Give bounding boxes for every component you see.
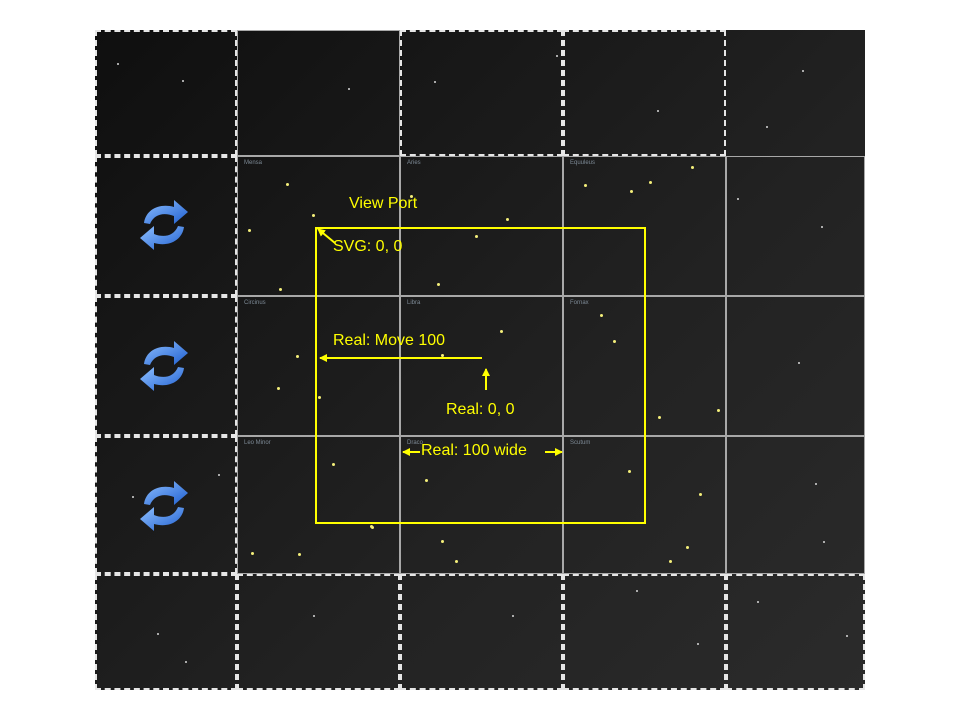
star xyxy=(823,541,825,543)
star xyxy=(737,198,739,200)
star xyxy=(441,540,444,543)
map-tile-circinus: Circinus xyxy=(237,296,400,436)
map-tile xyxy=(95,296,237,436)
star xyxy=(425,479,428,482)
star xyxy=(512,615,514,617)
map-tile-scutum: Scutum xyxy=(563,436,726,574)
refresh-icon[interactable] xyxy=(136,478,192,534)
map-tile xyxy=(95,156,237,296)
map-tile-equuleus: Equuleus xyxy=(563,156,726,296)
svg-origin-label: SVG: 0, 0 xyxy=(333,238,403,255)
star xyxy=(371,526,374,529)
star xyxy=(279,288,282,291)
star xyxy=(798,362,800,364)
tile-label: Equuleus xyxy=(570,160,596,166)
map-tile xyxy=(563,30,726,156)
star xyxy=(766,126,768,128)
star xyxy=(556,55,558,57)
map-tile xyxy=(237,574,400,690)
map-tile xyxy=(400,574,563,690)
map-tile-leo-minor: Leo Minor xyxy=(237,436,400,574)
star xyxy=(318,396,321,399)
star xyxy=(821,226,823,228)
map-tile xyxy=(237,30,400,156)
star xyxy=(455,560,458,563)
real-wide-label: Real: 100 wide xyxy=(421,442,527,459)
star xyxy=(475,235,478,238)
star xyxy=(298,553,301,556)
tile-label: Mensa xyxy=(244,160,263,166)
tile-label: Leo Minor xyxy=(244,440,271,446)
refresh-icon[interactable] xyxy=(136,338,192,394)
star xyxy=(332,463,335,466)
map-tile xyxy=(726,574,865,690)
map-tile xyxy=(563,574,726,690)
star xyxy=(717,409,720,412)
star xyxy=(218,474,220,476)
star xyxy=(437,283,440,286)
viewport-label: View Port xyxy=(349,195,418,212)
refresh-icon[interactable] xyxy=(136,197,192,253)
star xyxy=(500,330,503,333)
star xyxy=(312,214,315,217)
map-tile xyxy=(726,296,865,436)
star xyxy=(658,416,661,419)
tile-label: Scutum xyxy=(570,440,591,446)
tile-label: Circinus xyxy=(244,300,266,306)
star xyxy=(613,340,616,343)
star xyxy=(686,546,689,549)
star xyxy=(669,560,672,563)
star xyxy=(132,496,134,498)
star xyxy=(630,190,633,193)
star xyxy=(313,615,315,617)
star xyxy=(815,483,817,485)
star xyxy=(185,661,187,663)
star xyxy=(286,183,289,186)
star xyxy=(628,470,631,473)
star xyxy=(296,355,299,358)
star xyxy=(649,181,652,184)
real-move-label: Real: Move 100 xyxy=(333,332,446,349)
map-tile xyxy=(400,30,563,156)
star xyxy=(846,635,848,637)
map-tile xyxy=(726,30,865,156)
tile-label: Fornax xyxy=(570,300,589,306)
star xyxy=(506,218,509,221)
star xyxy=(802,70,804,72)
star xyxy=(182,80,184,82)
star xyxy=(757,601,759,603)
star xyxy=(348,88,350,90)
tile-label: Aries xyxy=(407,160,421,166)
star xyxy=(434,81,436,83)
star xyxy=(636,590,638,592)
star xyxy=(697,643,699,645)
map-tile-aries: Aries xyxy=(400,156,563,296)
real-origin-label: Real: 0, 0 xyxy=(446,401,515,418)
star xyxy=(584,184,587,187)
star-map: Mensa Aries Equuleus Circinus Libra Forn… xyxy=(95,30,865,690)
map-tile xyxy=(726,436,865,574)
star xyxy=(277,387,280,390)
star xyxy=(117,63,119,65)
map-tile-mensa: Mensa xyxy=(237,156,400,296)
star xyxy=(699,493,702,496)
star xyxy=(691,166,694,169)
map-tile xyxy=(95,436,237,574)
map-tile xyxy=(95,574,237,690)
star xyxy=(157,633,159,635)
map-tile xyxy=(95,30,237,156)
tile-label: Libra xyxy=(407,300,421,306)
star xyxy=(410,195,413,198)
star xyxy=(251,552,254,555)
map-tile xyxy=(726,156,865,296)
star xyxy=(600,314,603,317)
map-tile-fornax: Fornax xyxy=(563,296,726,436)
star xyxy=(248,229,251,232)
star xyxy=(441,354,444,357)
star xyxy=(657,110,659,112)
